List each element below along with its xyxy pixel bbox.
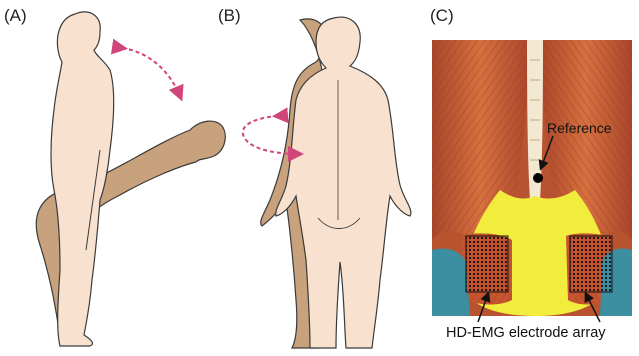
panel-c-back-muscle-image	[432, 40, 632, 322]
reference-electrode	[533, 173, 543, 183]
panel-a-figure	[36, 12, 225, 346]
left-electrode-array	[466, 236, 508, 292]
right-electrode-array	[570, 236, 612, 292]
upright-body-silhouette	[51, 12, 114, 346]
flexion-arrow	[122, 48, 180, 96]
panel-b-figure	[243, 17, 411, 348]
reference-label: Reference	[547, 120, 612, 136]
electrode-array-label: HD-EMG electrode array	[446, 325, 606, 341]
